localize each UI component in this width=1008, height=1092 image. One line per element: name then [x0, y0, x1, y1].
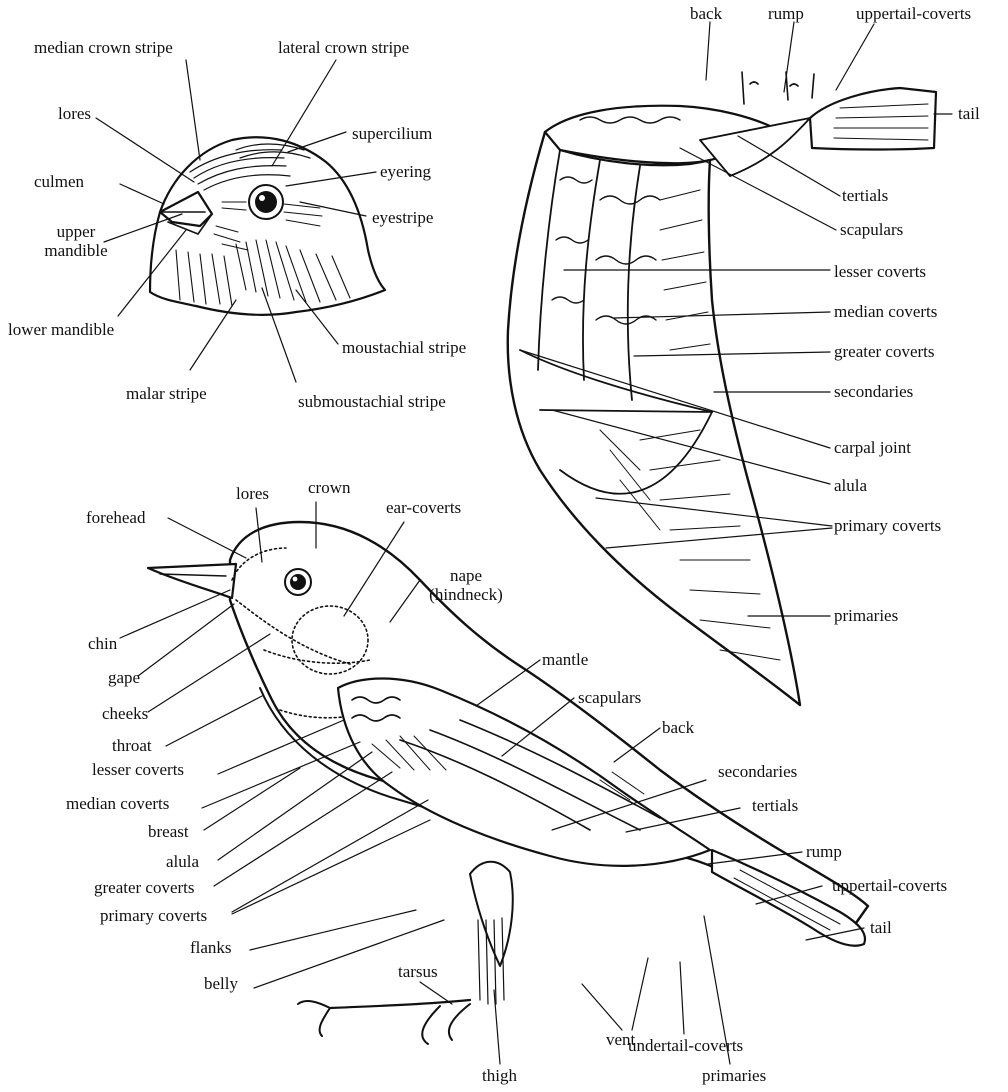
- label-culmen: culmen: [34, 172, 84, 191]
- full-bird-illustration: [148, 522, 868, 1044]
- label-greater-coverts-body: greater coverts: [94, 878, 195, 897]
- label-alula-wing: alula: [834, 476, 867, 495]
- label-primaries-wing: primaries: [834, 606, 898, 625]
- label-crown: crown: [308, 478, 350, 497]
- label-primary-coverts-body: primary coverts: [100, 906, 207, 925]
- label-upper-mandible-line1: upper: [44, 222, 107, 241]
- label-ear-coverts: ear-coverts: [386, 498, 461, 517]
- label-eyestripe: eyestripe: [372, 208, 433, 227]
- label-upper-mandible: upper mandible: [44, 222, 107, 260]
- label-throat: throat: [112, 736, 152, 755]
- label-median-coverts-wing: median coverts: [834, 302, 937, 321]
- label-primary-coverts-wing: primary coverts: [834, 516, 941, 535]
- label-eyering: eyering: [380, 162, 431, 181]
- label-back-wing: back: [690, 4, 722, 23]
- label-secondaries-body: secondaries: [718, 762, 797, 781]
- label-malar-stripe: malar stripe: [126, 384, 207, 403]
- label-uppertail-coverts-body: uppertail-coverts: [832, 876, 947, 895]
- label-chin: chin: [88, 634, 117, 653]
- label-secondaries-wing: secondaries: [834, 382, 913, 401]
- label-nape-line1: nape: [429, 566, 503, 585]
- label-median-coverts-body: median coverts: [66, 794, 169, 813]
- label-lesser-coverts-wing: lesser coverts: [834, 262, 926, 281]
- label-lesser-coverts-body: lesser coverts: [92, 760, 184, 779]
- label-submoustachial-stripe: submoustachial stripe: [298, 392, 446, 411]
- label-supercilium: supercilium: [352, 124, 432, 143]
- label-belly: belly: [204, 974, 238, 993]
- label-median-crown-stripe: median crown stripe: [34, 38, 173, 57]
- label-greater-coverts-wing: greater coverts: [834, 342, 935, 361]
- label-cheeks: cheeks: [102, 704, 148, 723]
- label-forehead: forehead: [86, 508, 145, 527]
- label-gape: gape: [108, 668, 140, 687]
- label-lores-head: lores: [58, 104, 91, 123]
- label-tail-wing: tail: [958, 104, 980, 123]
- label-mantle: mantle: [542, 650, 588, 669]
- label-undertail-coverts: undertail-coverts: [628, 1036, 743, 1055]
- label-uppertail-coverts-wing: uppertail-coverts: [856, 4, 971, 23]
- head-illustration: [150, 137, 385, 315]
- label-alula-body: alula: [166, 852, 199, 871]
- label-lower-mandible: lower mandible: [8, 320, 114, 339]
- label-lateral-crown-stripe: lateral crown stripe: [278, 38, 409, 57]
- label-tertials-wing: tertials: [842, 186, 888, 205]
- label-scapulars-body: scapulars: [578, 688, 641, 707]
- label-nape: nape (hindneck): [429, 566, 503, 604]
- label-nape-line2: (hindneck): [429, 585, 503, 604]
- label-carpal-joint: carpal joint: [834, 438, 911, 457]
- label-rump-body: rump: [806, 842, 842, 861]
- label-upper-mandible-line2: mandible: [44, 241, 107, 260]
- label-thigh: thigh: [482, 1066, 517, 1085]
- label-tertials-body: tertials: [752, 796, 798, 815]
- label-moustachial-stripe: moustachial stripe: [342, 338, 466, 357]
- label-scapulars-wing: scapulars: [840, 220, 903, 239]
- label-flanks: flanks: [190, 938, 232, 957]
- label-tarsus: tarsus: [398, 962, 438, 981]
- label-lores-body: lores: [236, 484, 269, 503]
- label-tail-body: tail: [870, 918, 892, 937]
- label-primaries-body: primaries: [702, 1066, 766, 1085]
- label-back-body: back: [662, 718, 694, 737]
- label-breast: breast: [148, 822, 189, 841]
- label-rump-wing: rump: [768, 4, 804, 23]
